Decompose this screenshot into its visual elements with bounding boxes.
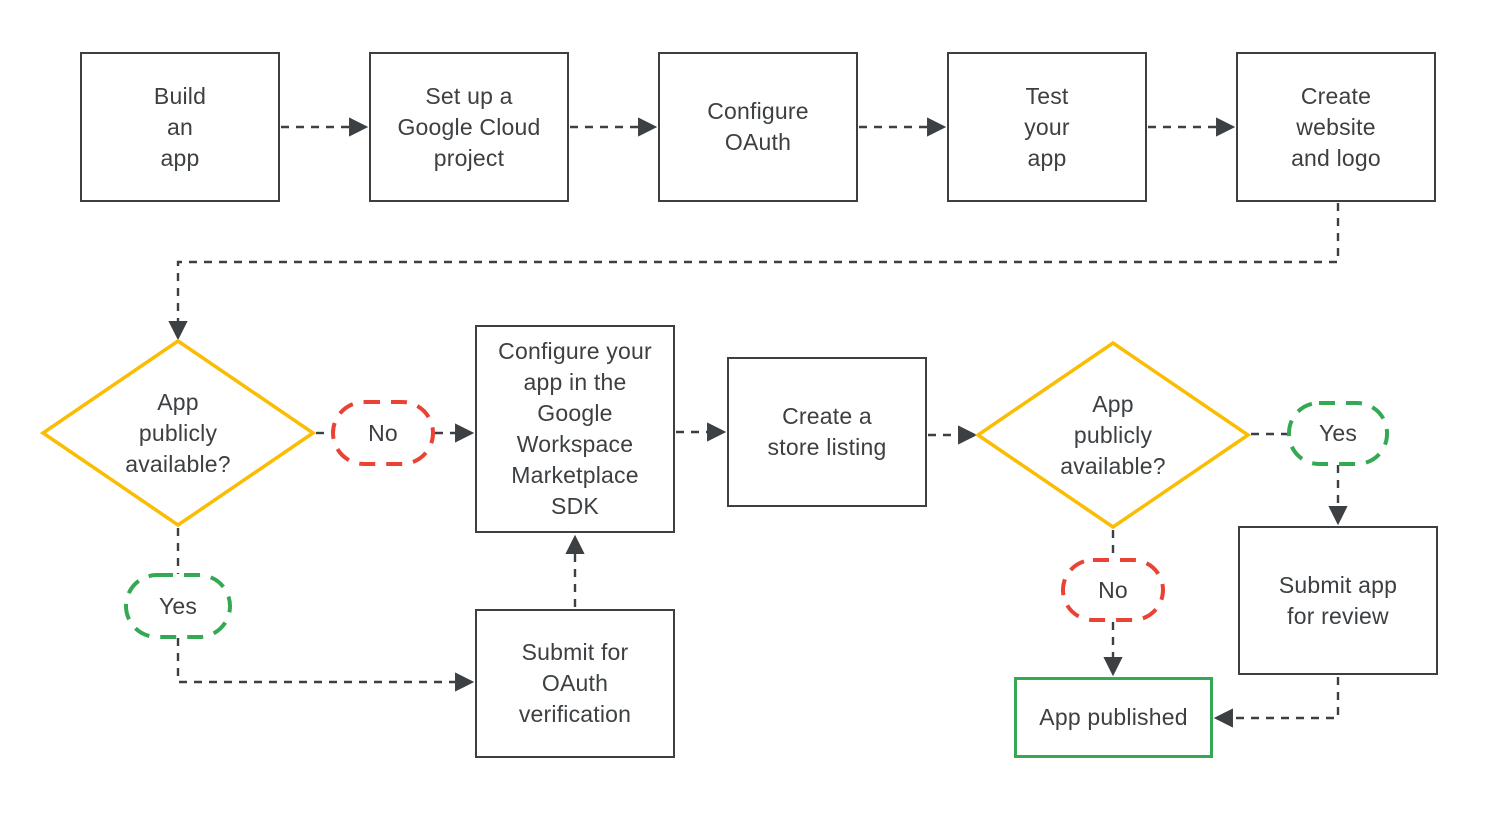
- node-setup-google-cloud-project: Set up a Google Cloud project: [369, 52, 569, 202]
- decision2-no-label: No: [1098, 576, 1128, 603]
- node-build-app: Build an app: [80, 52, 280, 202]
- decision2-no-badge-outline: [1061, 558, 1165, 622]
- decision1-no-label: No: [368, 419, 398, 446]
- node-create-store-listing: Create a store listing: [727, 357, 927, 507]
- decision1-label: App publicly available?: [125, 388, 231, 477]
- decision1-yes-label: Yes: [158, 592, 198, 619]
- decision2-yes-badge-outline: [1287, 401, 1389, 466]
- node-create-website-and-logo: Create website and logo: [1236, 52, 1436, 202]
- decision1-yes-badge-outline: [124, 573, 232, 639]
- node-submit-oauth-verification: Submit for OAuth verification: [475, 609, 675, 758]
- decision2-yes-label: Yes: [1318, 420, 1358, 446]
- arrow-website-to-decision1: [168, 203, 1340, 341]
- node-configure-oauth: Configure OAuth: [658, 52, 858, 202]
- node-test-your-app: Test your app: [947, 52, 1147, 202]
- decision1-no-badge-outline: [331, 400, 435, 466]
- node-submit-app-for-review: Submit app for review: [1238, 526, 1438, 675]
- decision2-diamond: [974, 340, 1252, 530]
- node-configure-marketplace-sdk: Configure your app in the Google Workspa…: [475, 325, 675, 533]
- node-app-published: App published: [1014, 677, 1213, 758]
- arrow-yes-to-submit-oauth: [176, 638, 475, 692]
- decision1-diamond: [39, 338, 317, 528]
- decision2-label: App publicly available?: [1060, 390, 1166, 479]
- arrow-submit-review-to-published: [1213, 677, 1340, 728]
